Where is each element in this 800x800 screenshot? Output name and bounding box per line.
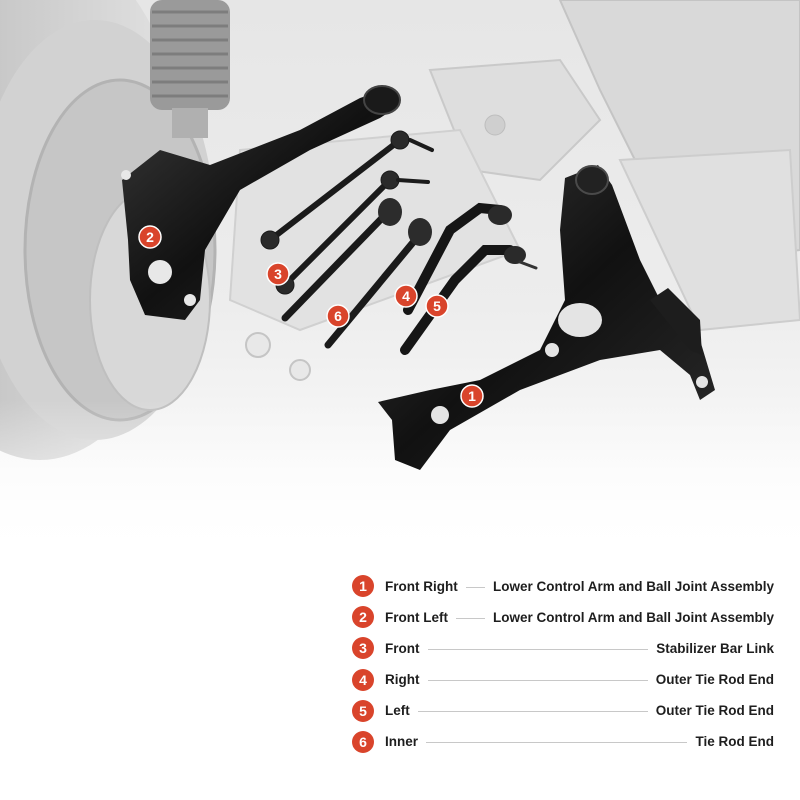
position-label: Front Right <box>385 578 462 594</box>
position-label: Front <box>385 640 424 656</box>
svg-text:3: 3 <box>274 266 282 282</box>
leader-line <box>426 742 688 744</box>
part-name: Lower Control Arm and Ball Joint Assembl… <box>488 609 774 625</box>
tie-rod-icon <box>281 198 432 349</box>
photo-badge-5: 5 <box>425 294 449 318</box>
leader-line <box>427 680 648 682</box>
part-name: Lower Control Arm and Ball Joint Assembl… <box>488 578 774 594</box>
chassis-background <box>0 0 800 560</box>
svg-text:5: 5 <box>433 298 441 314</box>
position-label: Inner <box>385 734 423 750</box>
photo-badge-2: 2 <box>138 225 162 249</box>
stabilizer-link-icon <box>260 130 434 295</box>
svg-text:1: 1 <box>468 388 476 404</box>
control-arm-icon <box>121 85 401 320</box>
number-badge: 3 <box>352 637 374 660</box>
position-label: Right <box>385 672 424 688</box>
legend-row-6: 6 Inner Tie Rod End <box>352 730 774 754</box>
strut-spring-icon <box>150 0 230 138</box>
svg-text:6: 6 <box>334 308 342 324</box>
part-name: Stabilizer Bar Link <box>652 640 774 656</box>
leader-line <box>427 648 649 650</box>
legend-row-5: 5 Left Outer Tie Rod End <box>352 699 774 723</box>
part-name: Outer Tie Rod End <box>651 703 774 719</box>
parts-legend: 1 Front Right Lower Control Arm and Ball… <box>352 574 774 761</box>
leader-line <box>465 586 485 588</box>
position-label: Front Left <box>385 609 452 625</box>
number-badge: 1 <box>352 575 374 597</box>
legend-row-3: 3 Front Stabilizer Bar Link <box>352 636 774 660</box>
position-label: Left <box>385 703 414 719</box>
number-badge: 2 <box>352 606 374 629</box>
photo-badge-6: 6 <box>326 304 350 328</box>
svg-text:2: 2 <box>146 229 154 245</box>
legend-row-4: 4 Right Outer Tie Rod End <box>352 668 774 692</box>
leader-line <box>417 711 648 713</box>
part-name: Tie Rod End <box>691 734 774 750</box>
legend-row-1: 1 Front Right Lower Control Arm and Ball… <box>352 574 774 598</box>
part-name: Outer Tie Rod End <box>651 672 774 688</box>
photo-badge-4: 4 <box>394 284 418 308</box>
photo-badge-3: 3 <box>266 262 290 286</box>
legend-row-2: 2 Front Left Lower Control Arm and Ball … <box>352 605 774 629</box>
leader-line <box>456 617 485 619</box>
number-badge: 6 <box>352 730 374 753</box>
number-badge: 5 <box>352 699 374 722</box>
number-badge: 4 <box>352 668 374 691</box>
svg-text:4: 4 <box>402 288 410 304</box>
product-photo: 2 3 6 4 5 1 <box>0 0 800 560</box>
photo-badge-1: 1 <box>460 384 484 408</box>
